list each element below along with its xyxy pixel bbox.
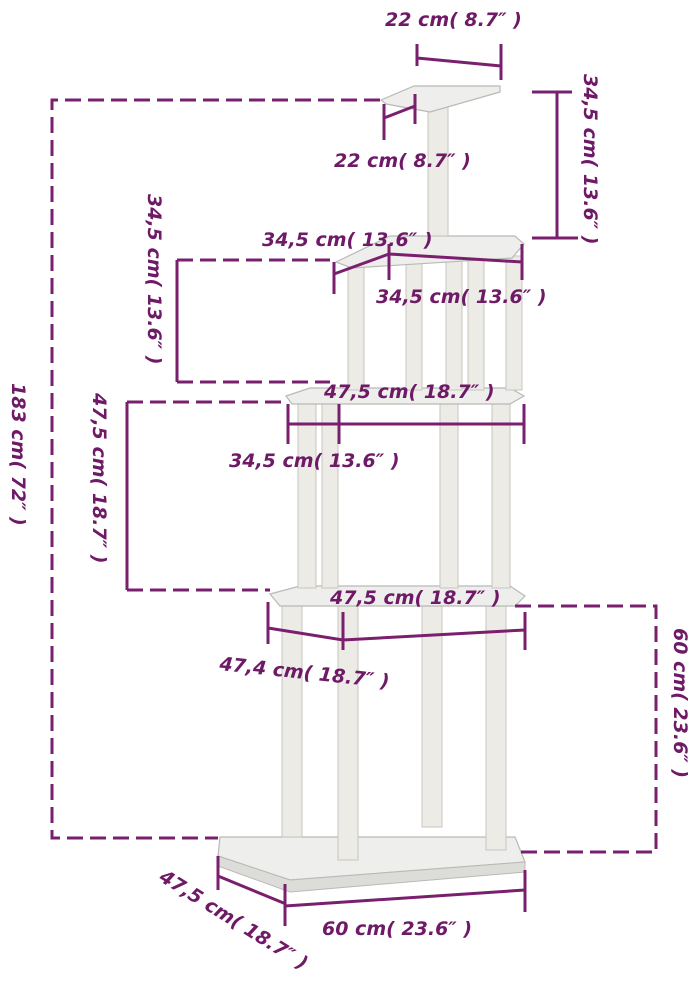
level3-height-label: 47,5 cm( 18.7″ ) bbox=[88, 392, 110, 564]
post bbox=[505, 255, 523, 391]
level3-width-label: 47,5 cm( 18.7″ ) bbox=[323, 381, 495, 403]
base-height-label: 60 cm( 23.6″ ) bbox=[669, 628, 691, 778]
base-height-guide bbox=[515, 604, 658, 854]
top-depth-line bbox=[382, 94, 417, 140]
level3-width-line bbox=[286, 404, 526, 444]
top-width-line bbox=[415, 44, 503, 80]
total-height-label: 183 cm( 72″ ) bbox=[7, 383, 29, 526]
post bbox=[445, 255, 463, 391]
level4-depth-label: 47,4 cm( 18.7″ ) bbox=[217, 653, 390, 693]
level2-depth-label: 34,5 cm( 13.6″ ) bbox=[376, 286, 547, 308]
level2-width-line bbox=[332, 244, 524, 294]
top-height-line bbox=[532, 90, 578, 240]
level2-height-label: 34,5 cm( 13.6″ ) bbox=[143, 194, 165, 365]
top-height-label: 34,5 cm( 13.6″ ) bbox=[579, 74, 601, 245]
post bbox=[297, 401, 317, 589]
post bbox=[491, 401, 511, 589]
post bbox=[421, 604, 443, 828]
post bbox=[405, 255, 423, 391]
dimension-lines bbox=[50, 44, 658, 926]
level4-width-label: 47,5 cm( 18.7″ ) bbox=[329, 587, 501, 609]
post bbox=[321, 401, 339, 589]
base-depth-line bbox=[216, 856, 287, 906]
level2-width-label: 34,5 cm( 13.6″ ) bbox=[262, 229, 433, 251]
base-width-label: 60 cm( 23.6″ ) bbox=[322, 918, 472, 940]
level4-width-line bbox=[266, 602, 527, 650]
top-platform bbox=[379, 85, 501, 113]
total-height-guide bbox=[50, 98, 380, 840]
cat-tree-illustration bbox=[217, 85, 526, 893]
post bbox=[485, 604, 507, 851]
post bbox=[347, 255, 365, 391]
level3-height-guide bbox=[127, 400, 286, 592]
post bbox=[281, 604, 303, 838]
base-width-line bbox=[283, 870, 527, 926]
post bbox=[467, 255, 485, 391]
level3-platform bbox=[285, 387, 526, 405]
post bbox=[439, 401, 459, 589]
level3-depth-label: 34,5 cm( 13.6″ ) bbox=[229, 450, 400, 472]
level2-height-guide bbox=[177, 258, 330, 384]
post bbox=[337, 604, 359, 861]
top-width-label: 22 cm( 8.7″ ) bbox=[385, 9, 522, 31]
top-depth-label: 22 cm( 8.7″ ) bbox=[334, 150, 471, 172]
